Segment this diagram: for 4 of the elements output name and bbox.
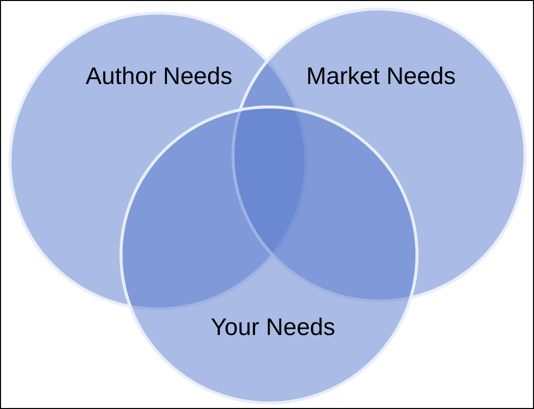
circle-label: Market Needs xyxy=(306,63,456,91)
circle-label: Your Needs xyxy=(210,314,336,342)
venn-circle xyxy=(119,105,419,405)
circle-label: Author Needs xyxy=(86,63,232,91)
